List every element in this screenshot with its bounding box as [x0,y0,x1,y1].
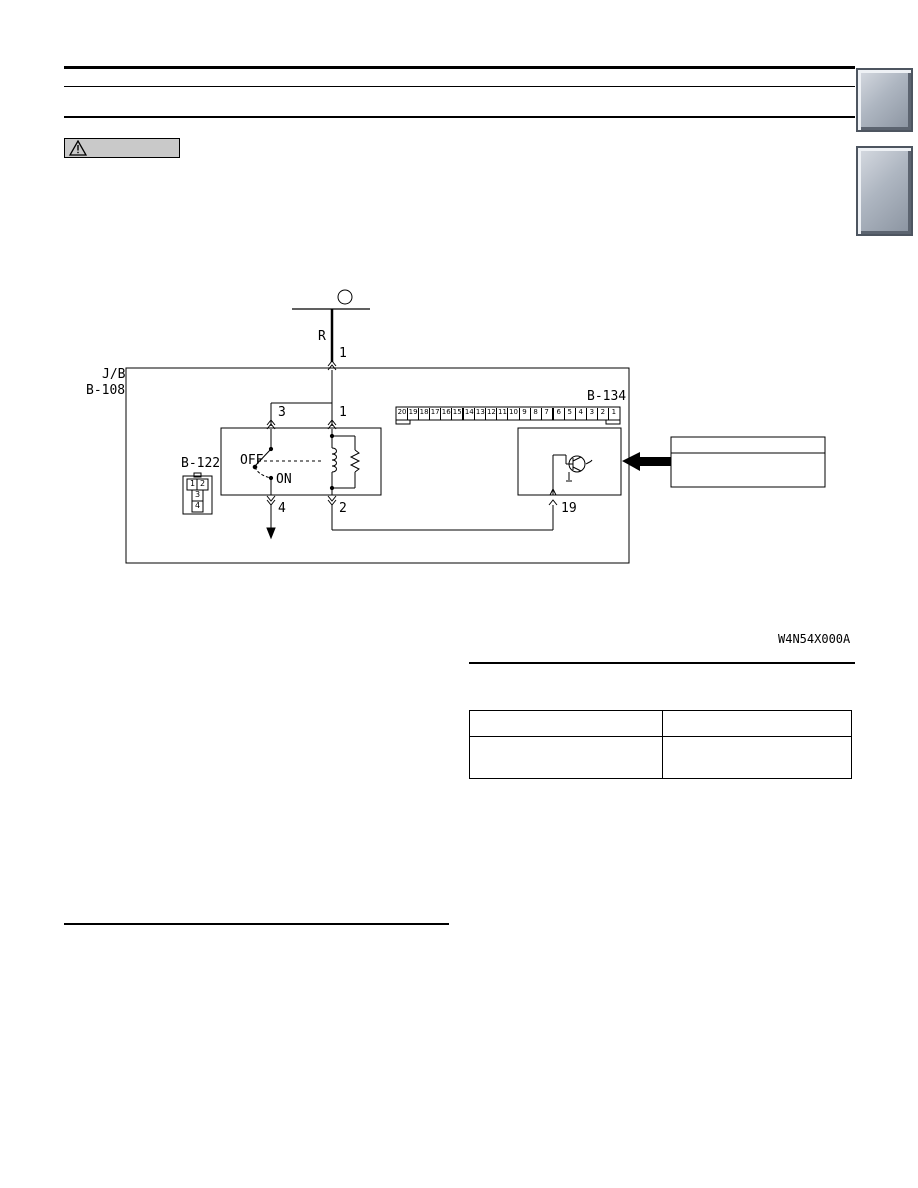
switch-off-label: OFF [240,453,264,468]
switch-on-label: ON [276,472,292,487]
relay-face-pin-3: 3 [194,490,201,499]
table-cell [469,736,663,779]
relay-pin-4-label: 4 [278,501,286,516]
ecu-connector-label: B-134 [587,389,627,404]
junction-block-connector-label: B-108 [86,383,126,398]
pin-cell: 2 [598,408,609,420]
relay-switch-arm [254,448,272,467]
caution-box [64,138,180,158]
ecu-pin-19-label: 19 [561,501,577,516]
table-row [469,736,852,779]
pin-cell: 17 [430,408,442,420]
header-top-rule [64,66,855,69]
relay-box [220,427,382,496]
relay-connector-label: B-122 [181,456,221,471]
nav-tab-1[interactable] [856,68,913,132]
junction-block-outline [125,367,630,564]
header-bottom-rule [64,116,855,118]
pin-cell: 8 [531,408,542,420]
ecu-input-arrow [622,452,671,471]
callout-box [670,436,826,488]
wire-color-label: R [318,329,326,344]
pin-cell: 14 [464,408,476,420]
figure-code: W4N54X000A [778,632,851,646]
ecu-module-box [517,427,622,496]
relay-pin-1-label: 1 [339,405,347,420]
relay-coil [331,447,337,473]
pin-cell: 5 [565,408,576,420]
pin-cell: 16 [441,408,453,420]
left-section-rule [64,923,449,925]
junction-block-label: J/B [102,367,126,382]
pin-cell: 1 [611,408,617,416]
circuit-diagram [125,289,826,564]
spec-table [469,710,852,779]
table-header-row [469,710,852,737]
header-middle-rule [64,86,855,87]
pin-cell: 11 [497,408,509,420]
pin-cell: 15 [452,408,465,420]
nav-tab-2[interactable] [856,146,913,236]
pin-cell: 13 [475,408,487,420]
pin-cell: 6 [554,408,565,420]
pin4-output-arrow [266,527,276,540]
jb-pin-1-label: 1 [339,346,347,361]
pin-cell: 3 [587,408,598,420]
relay-face-pin-1: 1 [189,479,196,488]
pin-cell: 19 [408,408,420,420]
relay-face-pin-4: 4 [194,501,201,510]
right-section-rule [469,662,855,664]
relay-connector-face [182,475,213,515]
table-header-cell [469,710,663,737]
pin-cell: 10 [508,408,520,420]
relay-resistor [349,449,361,473]
ecu-connector-strip [395,406,621,421]
relay-face-pin-2: 2 [199,479,206,488]
pin-cell: 18 [419,408,431,420]
table-cell [662,736,852,779]
relay-pin-3-label: 3 [278,405,286,420]
ecu-connector-pin-numbers: 20 19 18 17 16 15 14 13 12 11 10 9 8 7 6… [397,408,619,420]
table-header-cell [662,710,852,737]
jb-pin1-arrow-top [327,360,337,367]
relay-pin-2-label: 2 [339,501,347,516]
warning-triangle-icon [69,140,87,156]
pin-cell: 12 [486,408,498,420]
pin-cell: 20 [397,408,409,420]
pin-cell: 7 [542,408,554,420]
power-source-circle [337,289,353,305]
pin-cell: 4 [576,408,587,420]
pin-cell: 9 [520,408,531,420]
